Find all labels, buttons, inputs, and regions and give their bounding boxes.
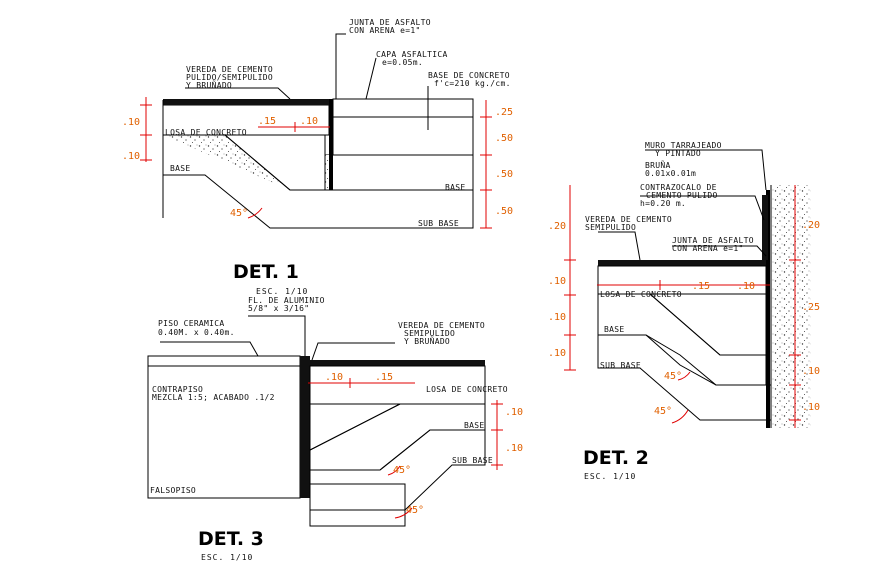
dim-h1: .15 — [258, 116, 276, 127]
dim2-r4: .10 — [802, 402, 820, 413]
label-losa: LOSA DE CONCRETO — [165, 128, 247, 137]
label2-junta-2: CON ARENA e=1" — [672, 244, 744, 253]
dim3-r2: .10 — [505, 443, 523, 454]
dim-r3: .50 — [495, 169, 513, 180]
label3-contrapiso-1: CONTRAPISO — [152, 385, 203, 394]
dim2-l4: .10 — [548, 348, 566, 359]
label3-piso-2: 0.40M. x 0.40m. — [158, 328, 235, 337]
label2-angle-2: 45° — [654, 406, 672, 417]
label3-piso-1: PISO CERAMICA — [158, 319, 225, 328]
dim2-r2: .25 — [802, 302, 820, 313]
dim2-r1: .20 — [802, 220, 820, 231]
label-base-concreto-2: f'c=210 kg./cm. — [434, 79, 511, 88]
wall-muro — [771, 185, 811, 428]
concrete-base — [332, 116, 474, 156]
label-sub-base: SUB BASE — [418, 219, 459, 228]
label2-junta-1: JUNTA DE ASFALTO — [672, 236, 754, 245]
detail-2: .15 .10 .20 .10 .10 .10 .20 .25 .10 .10 … — [548, 141, 820, 481]
dim3-r1: .10 — [505, 407, 523, 418]
aluminum-strip — [300, 356, 310, 498]
label-junta-2: CON ARENA e=1" — [349, 26, 421, 35]
label3-falsopiso: FALSOPISO — [150, 486, 196, 495]
det1-scale: ESC. 1/10 — [256, 287, 308, 296]
label-capa-1: CAPA ASFALTICA — [376, 50, 448, 59]
label2-bruna-2: 0.01x0.01m — [645, 169, 696, 178]
label3-fl-2: 5/8" x 3/16" — [248, 304, 309, 313]
label2-base: BASE — [604, 325, 624, 334]
asphalt-joint — [329, 99, 333, 190]
label-vereda-2: PULIDO/SEMIPULIDO — [186, 73, 273, 82]
label3-angle-1: 45° — [393, 465, 411, 476]
dim-left1: .10 — [122, 117, 140, 128]
dim2-h2: .10 — [737, 281, 755, 292]
dim2-l3: .10 — [548, 312, 566, 323]
det3-title: DET. 3 — [198, 528, 264, 550]
det2-scale: ESC. 1/10 — [584, 472, 636, 481]
dim2-h1: .15 — [692, 281, 710, 292]
label3-base: BASE — [464, 421, 484, 430]
label3-losa: LOSA DE CONCRETO — [426, 385, 508, 394]
label-capa-2: e=0.05m. — [382, 58, 423, 67]
dim2-l1: .20 — [548, 221, 566, 232]
dim2-r3: .10 — [802, 366, 820, 377]
dim2-l2: .10 — [548, 276, 566, 287]
dim3-h1: .10 — [325, 372, 343, 383]
dim-r2: .50 — [495, 133, 513, 144]
dim-h2: .10 — [300, 116, 318, 127]
det1-title: DET. 1 — [233, 261, 299, 283]
label2-contra-2: CEMENTO PULIDO — [646, 191, 718, 200]
label-junta-1: JUNTA DE ASFALTO — [349, 18, 431, 27]
label3-vereda-1: VEREDA DE CEMENTO — [398, 321, 485, 330]
label2-vereda-1: VEREDA DE CEMENTO — [585, 215, 672, 224]
label2-bruna-1: BRUÑA — [645, 160, 671, 170]
detail-1: .15 .10 .10 .10 .25 .50 .50 .50 JUNTA DE… — [122, 18, 513, 296]
label2-losa: LOSA DE CONCRETO — [600, 290, 682, 299]
label2-sub-base: SUB BASE — [600, 361, 641, 370]
label-angle: 45° — [230, 208, 248, 219]
vereda-top — [163, 99, 329, 105]
asphalt-layer — [332, 98, 474, 118]
label-base-right: BASE — [445, 183, 465, 192]
detail-3: .10 .15 .10 .10 FL. DE ALUMINIO 5/8" x 3… — [147, 296, 523, 562]
label3-vereda-3: Y BRUÑADO — [404, 336, 450, 346]
dim-r4: .50 — [495, 206, 513, 217]
label2-contra-1: CONTRAZOCALO DE — [640, 183, 717, 192]
label2-angle-1: 45° — [664, 371, 682, 382]
label-vereda-1: VEREDA DE CEMENTO — [186, 65, 273, 74]
det3-scale: ESC. 1/10 — [201, 553, 253, 562]
label3-sub-base: SUB BASE — [452, 456, 493, 465]
label3-contrapiso-2: MEZCLA 1:5; ACABADO .1/2 — [152, 393, 275, 402]
label-vereda-3: Y BRUÑADO — [186, 80, 232, 90]
label3-fl-1: FL. DE ALUMINIO — [248, 296, 325, 305]
label-base-concreto-1: BASE DE CONCRETO — [428, 71, 510, 80]
ceramic-floor — [147, 355, 301, 367]
dim3-h2: .15 — [375, 372, 393, 383]
label3-angle-2: 45° — [406, 505, 424, 516]
label2-muro-2: Y PINTADO — [655, 149, 701, 158]
label-base-left: BASE — [170, 164, 190, 173]
label2-muro-1: MURO TARRAJEADO — [645, 141, 722, 150]
label2-contra-3: h=0.20 m. — [640, 199, 686, 208]
label3-vereda-2: SEMIPULIDO — [404, 329, 455, 338]
det2-title: DET. 2 — [583, 447, 649, 469]
dim-left2: .10 — [122, 151, 140, 162]
label2-vereda-2: SEMIPULIDO — [585, 223, 636, 232]
dim-r1: .25 — [495, 107, 513, 118]
